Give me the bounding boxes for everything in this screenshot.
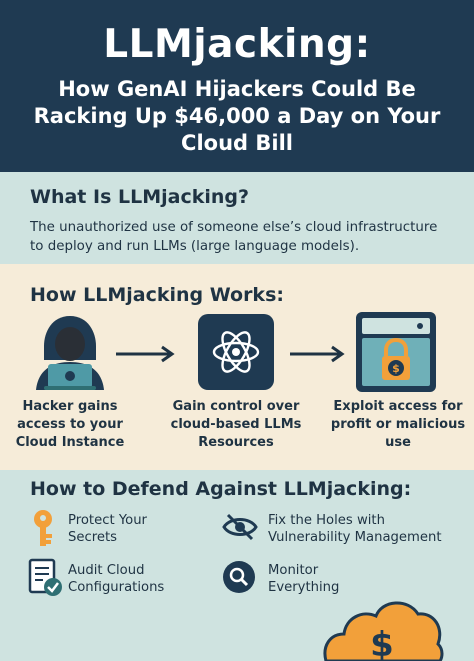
hacker-icon bbox=[36, 316, 104, 390]
step-1-line-2: access to your bbox=[17, 417, 123, 432]
subtitle-line-3: Cloud Bill bbox=[181, 131, 293, 155]
step-3-line-2: profit or malicious bbox=[330, 417, 466, 432]
step-1-line-3: Cloud Instance bbox=[15, 435, 125, 450]
how-it-works-heading: How LLMjacking Works: bbox=[30, 284, 284, 306]
cloud-dollar-symbol: $ bbox=[370, 625, 394, 661]
defend-item-4-line-1: Monitor bbox=[268, 563, 319, 578]
what-is-heading: What Is LLMjacking? bbox=[30, 186, 250, 208]
locked-server-icon: $ bbox=[356, 312, 436, 392]
defend-item-2: Fix the Holes with Vulnerability Managem… bbox=[268, 512, 442, 546]
what-is-line-1: The unauthorized use of someone else’s c… bbox=[30, 220, 438, 235]
subtitle-line-2: Racking Up $46,000 a Day on Your bbox=[33, 104, 441, 128]
what-is-line-2: to deploy and run LLMs (large language m… bbox=[30, 239, 360, 254]
magnifier-icon bbox=[223, 561, 255, 593]
defend-item-1: Protect Your Secrets bbox=[68, 512, 147, 546]
money-cloud-icon: $ bbox=[323, 601, 444, 661]
defend-item-3: Audit Cloud Configurations bbox=[68, 562, 164, 596]
eye-slash-icon bbox=[222, 513, 258, 541]
how-it-works-section: How LLMjacking Works: Hacker gains acces… bbox=[0, 264, 474, 470]
subtitle-line-1: How GenAI Hijackers Could Be bbox=[58, 77, 416, 101]
ai-chip-icon bbox=[198, 314, 274, 390]
step-3-line-1: Exploit access for bbox=[333, 399, 463, 414]
step-2-line-1: Gain control over bbox=[172, 399, 300, 414]
checklist-icon bbox=[28, 558, 62, 596]
arrow-right-icon bbox=[116, 345, 175, 363]
defend-item-4: Monitor Everything bbox=[268, 562, 339, 596]
step-2-line-3: Resources bbox=[198, 435, 274, 450]
defend-heading: How to Defend Against LLMjacking: bbox=[30, 478, 412, 500]
step-1-label: Hacker gains access to your Cloud Instan… bbox=[0, 398, 140, 452]
defend-item-1-line-1: Protect Your bbox=[68, 513, 147, 528]
step-2-line-2: cloud-based LLMs bbox=[170, 417, 302, 432]
step-3-label: Exploit access for profit or malicious u… bbox=[328, 398, 468, 452]
defend-item-2-line-2: Vulnerability Management bbox=[268, 530, 442, 545]
defend-item-1-line-2: Secrets bbox=[68, 530, 118, 545]
page-title: LLMjacking: bbox=[103, 22, 371, 67]
arrow-right-icon bbox=[290, 345, 345, 363]
what-is-description: The unauthorized use of someone else’s c… bbox=[30, 218, 460, 256]
defend-section: How to Defend Against LLMjacking: Protec… bbox=[0, 470, 474, 661]
step-3-line-3: use bbox=[385, 435, 411, 450]
step-2-label: Gain control over cloud-based LLMs Resou… bbox=[166, 398, 306, 452]
what-is-section: What Is LLMjacking? The unauthorized use… bbox=[0, 172, 474, 264]
defend-item-4-line-2: Everything bbox=[268, 580, 340, 595]
defend-item-2-line-1: Fix the Holes with bbox=[268, 513, 385, 528]
defend-item-3-line-2: Configurations bbox=[68, 580, 165, 595]
svg-text:$: $ bbox=[392, 362, 400, 375]
defend-item-3-line-1: Audit Cloud bbox=[68, 563, 145, 578]
page-subtitle: How GenAI Hijackers Could Be Racking Up … bbox=[10, 76, 464, 157]
key-icon bbox=[34, 510, 52, 546]
step-1-line-1: Hacker gains bbox=[22, 399, 118, 414]
header-banner: LLMjacking: How GenAI Hijackers Could Be… bbox=[0, 0, 474, 172]
